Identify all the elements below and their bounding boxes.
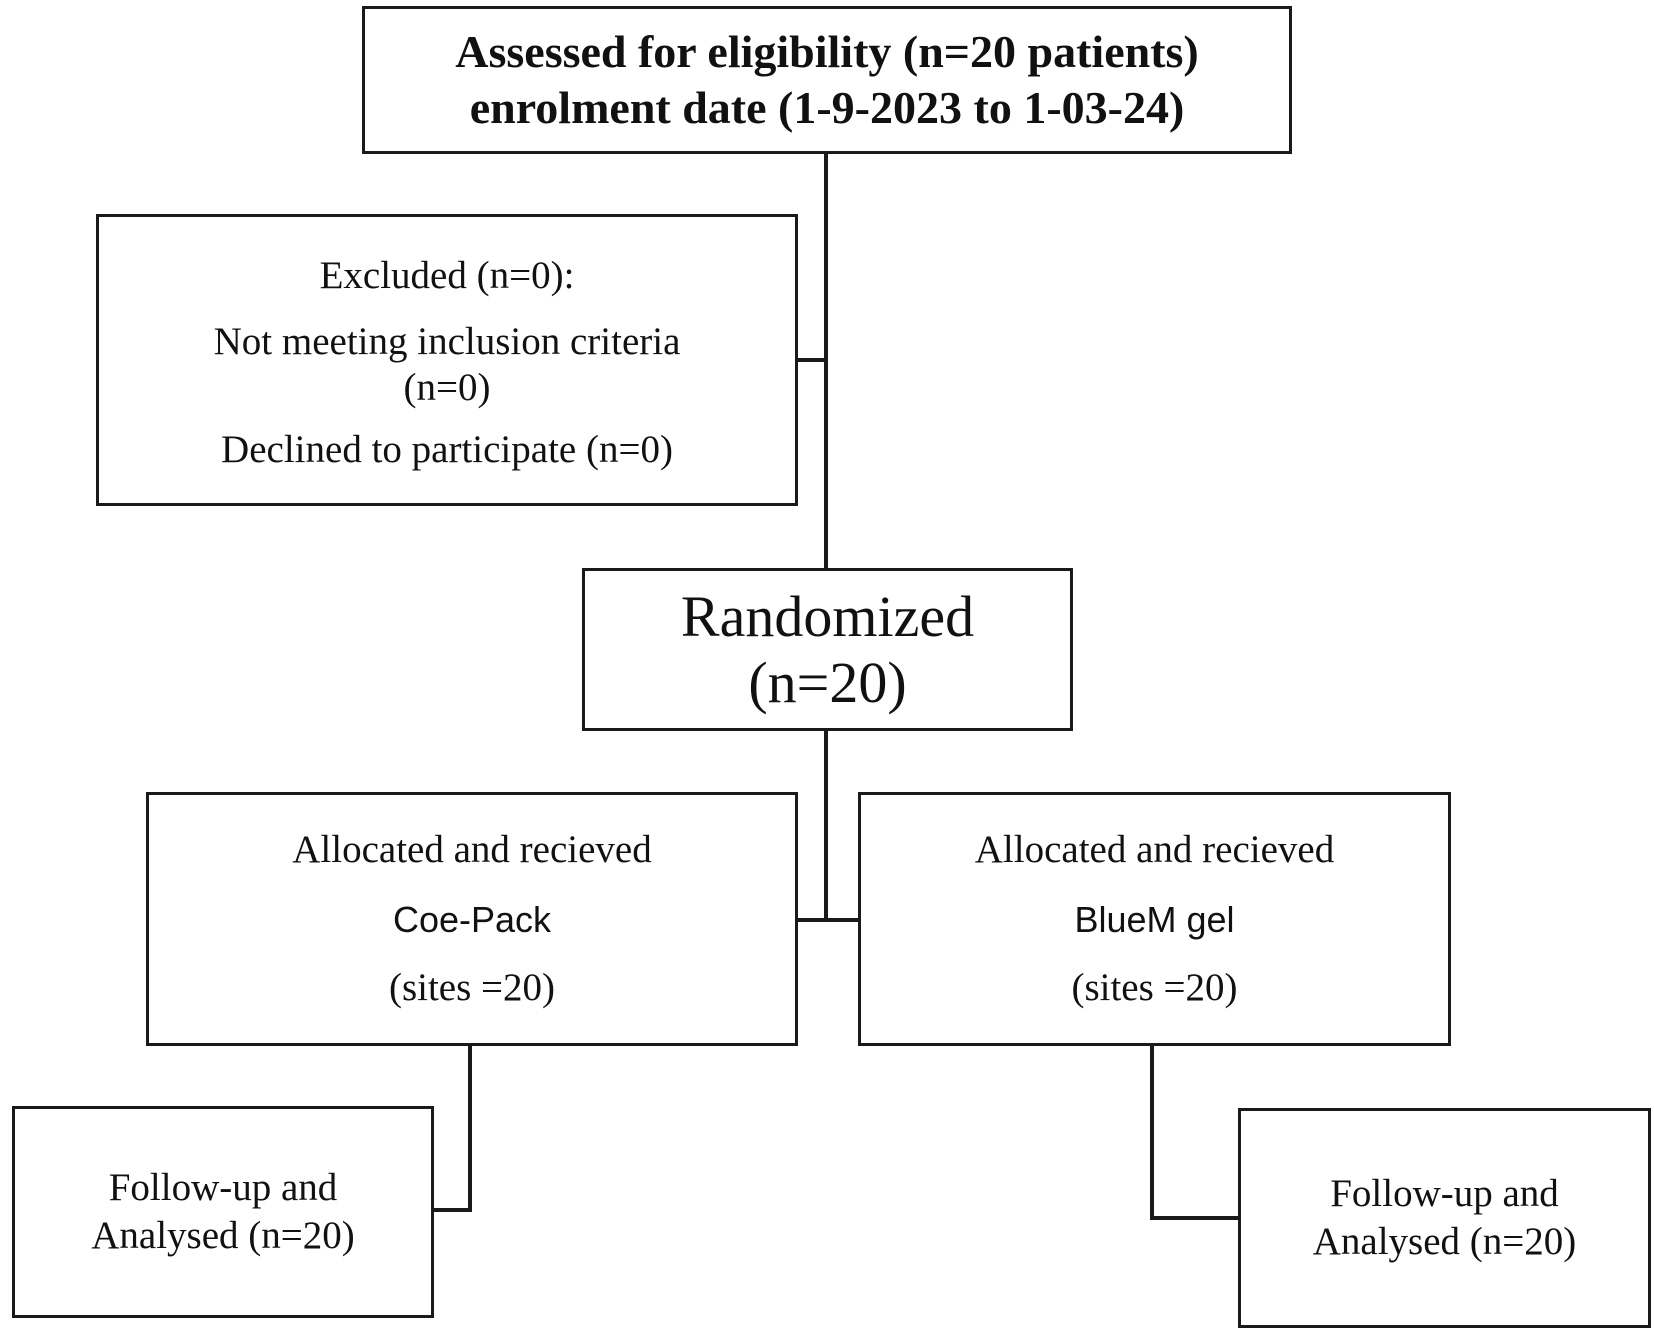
connector-excluded-horizontal (798, 358, 828, 362)
allocation-left-sites: (sites =20) (388, 966, 556, 1009)
allocation-left-label: Allocated and recieved (292, 828, 652, 871)
followup-right-line-2: Analysed (n=20) (1312, 1220, 1577, 1263)
randomized-count: (n=20) (748, 649, 907, 715)
allocation-right-group: BlueM gel (1074, 899, 1235, 940)
assessed-line-2: enrolment date (1-9-2023 to 1-03-24) (469, 82, 1185, 133)
connector-right-vertical (1150, 1046, 1154, 1220)
allocation-right-label: Allocated and recieved (974, 828, 1335, 871)
followup-left-line-1: Follow-up and (108, 1166, 338, 1209)
connector-left-horizontal (434, 1208, 472, 1212)
followup-box-right: Follow-up and Analysed (n=20) (1238, 1108, 1651, 1328)
connector-main-vertical-bottom (824, 731, 828, 920)
excluded-reason-2: Declined to participate (n=0) (221, 428, 673, 471)
assessed-line-1: Assessed for eligibility (n=20 patients) (455, 26, 1199, 77)
randomized-box: Randomized (n=20) (582, 568, 1073, 731)
randomized-label: Randomized (680, 583, 975, 649)
followup-left-line-2: Analysed (n=20) (91, 1214, 355, 1257)
excluded-title: Excluded (n=0): (319, 254, 575, 297)
allocation-box-bluem-gel: Allocated and recieved BlueM gel (sites … (858, 792, 1451, 1046)
followup-box-left: Follow-up and Analysed (n=20) (12, 1106, 434, 1318)
allocation-left-group: Coe-Pack (392, 899, 552, 940)
excluded-box: Excluded (n=0): Not meeting inclusion cr… (96, 214, 798, 506)
followup-right-line-1: Follow-up and (1330, 1172, 1559, 1215)
excluded-reason-1-line-1: Not meeting inclusion criteria (213, 320, 681, 363)
allocation-right-sites: (sites =20) (1071, 966, 1238, 1009)
excluded-reason-1-line-2: (n=0) (403, 366, 491, 409)
allocation-box-coe-pack: Allocated and recieved Coe-Pack (sites =… (146, 792, 798, 1046)
assessed-box: Assessed for eligibility (n=20 patients)… (362, 6, 1292, 154)
connector-right-horizontal (1150, 1216, 1240, 1220)
connector-allocation-horizontal (798, 918, 858, 922)
connector-left-vertical (468, 1046, 472, 1212)
